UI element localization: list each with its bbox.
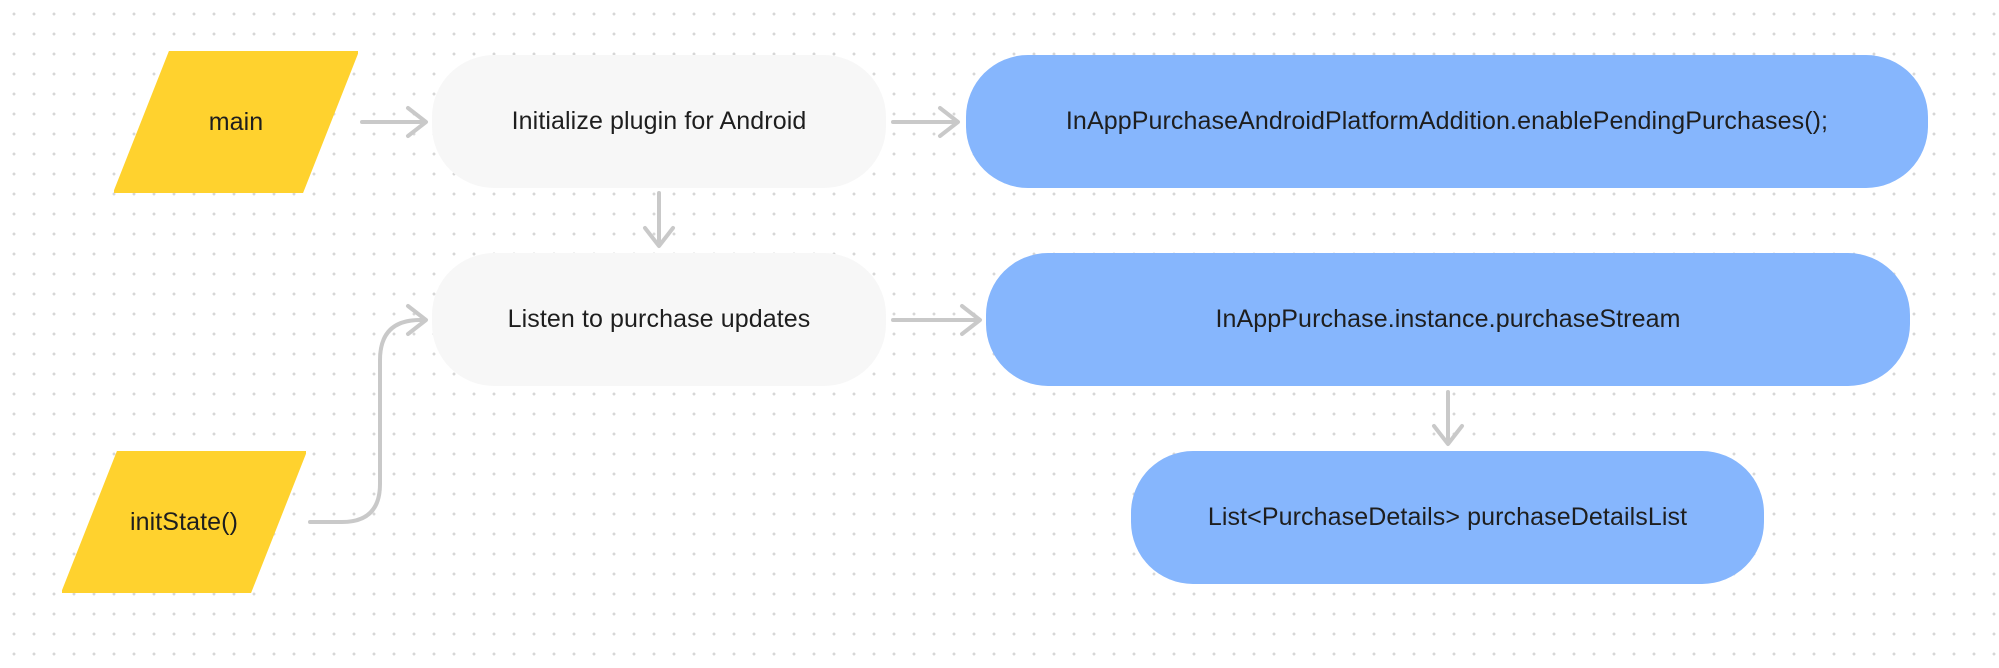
arrow-initstate-to-listen xyxy=(308,304,428,524)
details-list-label: List<PurchaseDetails> purchaseDetailsLis… xyxy=(1207,503,1688,531)
parallelogram-shape xyxy=(62,451,306,593)
initialize-plugin-label: Initialize plugin for Android xyxy=(511,107,807,135)
init-state-parallelogram: initState() xyxy=(62,451,306,593)
enable-pending-label: InAppPurchaseAndroidPlatformAddition.ena… xyxy=(1065,107,1829,135)
main-parallelogram: main xyxy=(114,51,358,193)
listen-updates-label: Listen to purchase updates xyxy=(507,305,811,333)
parallelogram-shape xyxy=(114,51,358,193)
arrow-main-to-initialize xyxy=(360,106,428,138)
details-list-node: List<PurchaseDetails> purchaseDetailsLis… xyxy=(1131,451,1764,584)
init-state-label: initState() xyxy=(129,507,239,536)
initialize-plugin-node: Initialize plugin for Android xyxy=(432,55,886,188)
arrow-purchase-stream-to-details-list xyxy=(1432,390,1464,446)
listen-updates-node: Listen to purchase updates xyxy=(432,253,886,386)
purchase-stream-label: InAppPurchase.instance.purchaseStream xyxy=(1215,305,1681,333)
arrow-initialize-to-listen xyxy=(643,191,675,248)
purchase-stream-node: InAppPurchase.instance.purchaseStream xyxy=(986,253,1910,386)
main-label: main xyxy=(208,107,264,136)
enable-pending-node: InAppPurchaseAndroidPlatformAddition.ena… xyxy=(966,55,1928,188)
arrow-initialize-to-enable-pending xyxy=(891,106,960,138)
arrow-listen-to-purchase-stream xyxy=(891,304,982,336)
